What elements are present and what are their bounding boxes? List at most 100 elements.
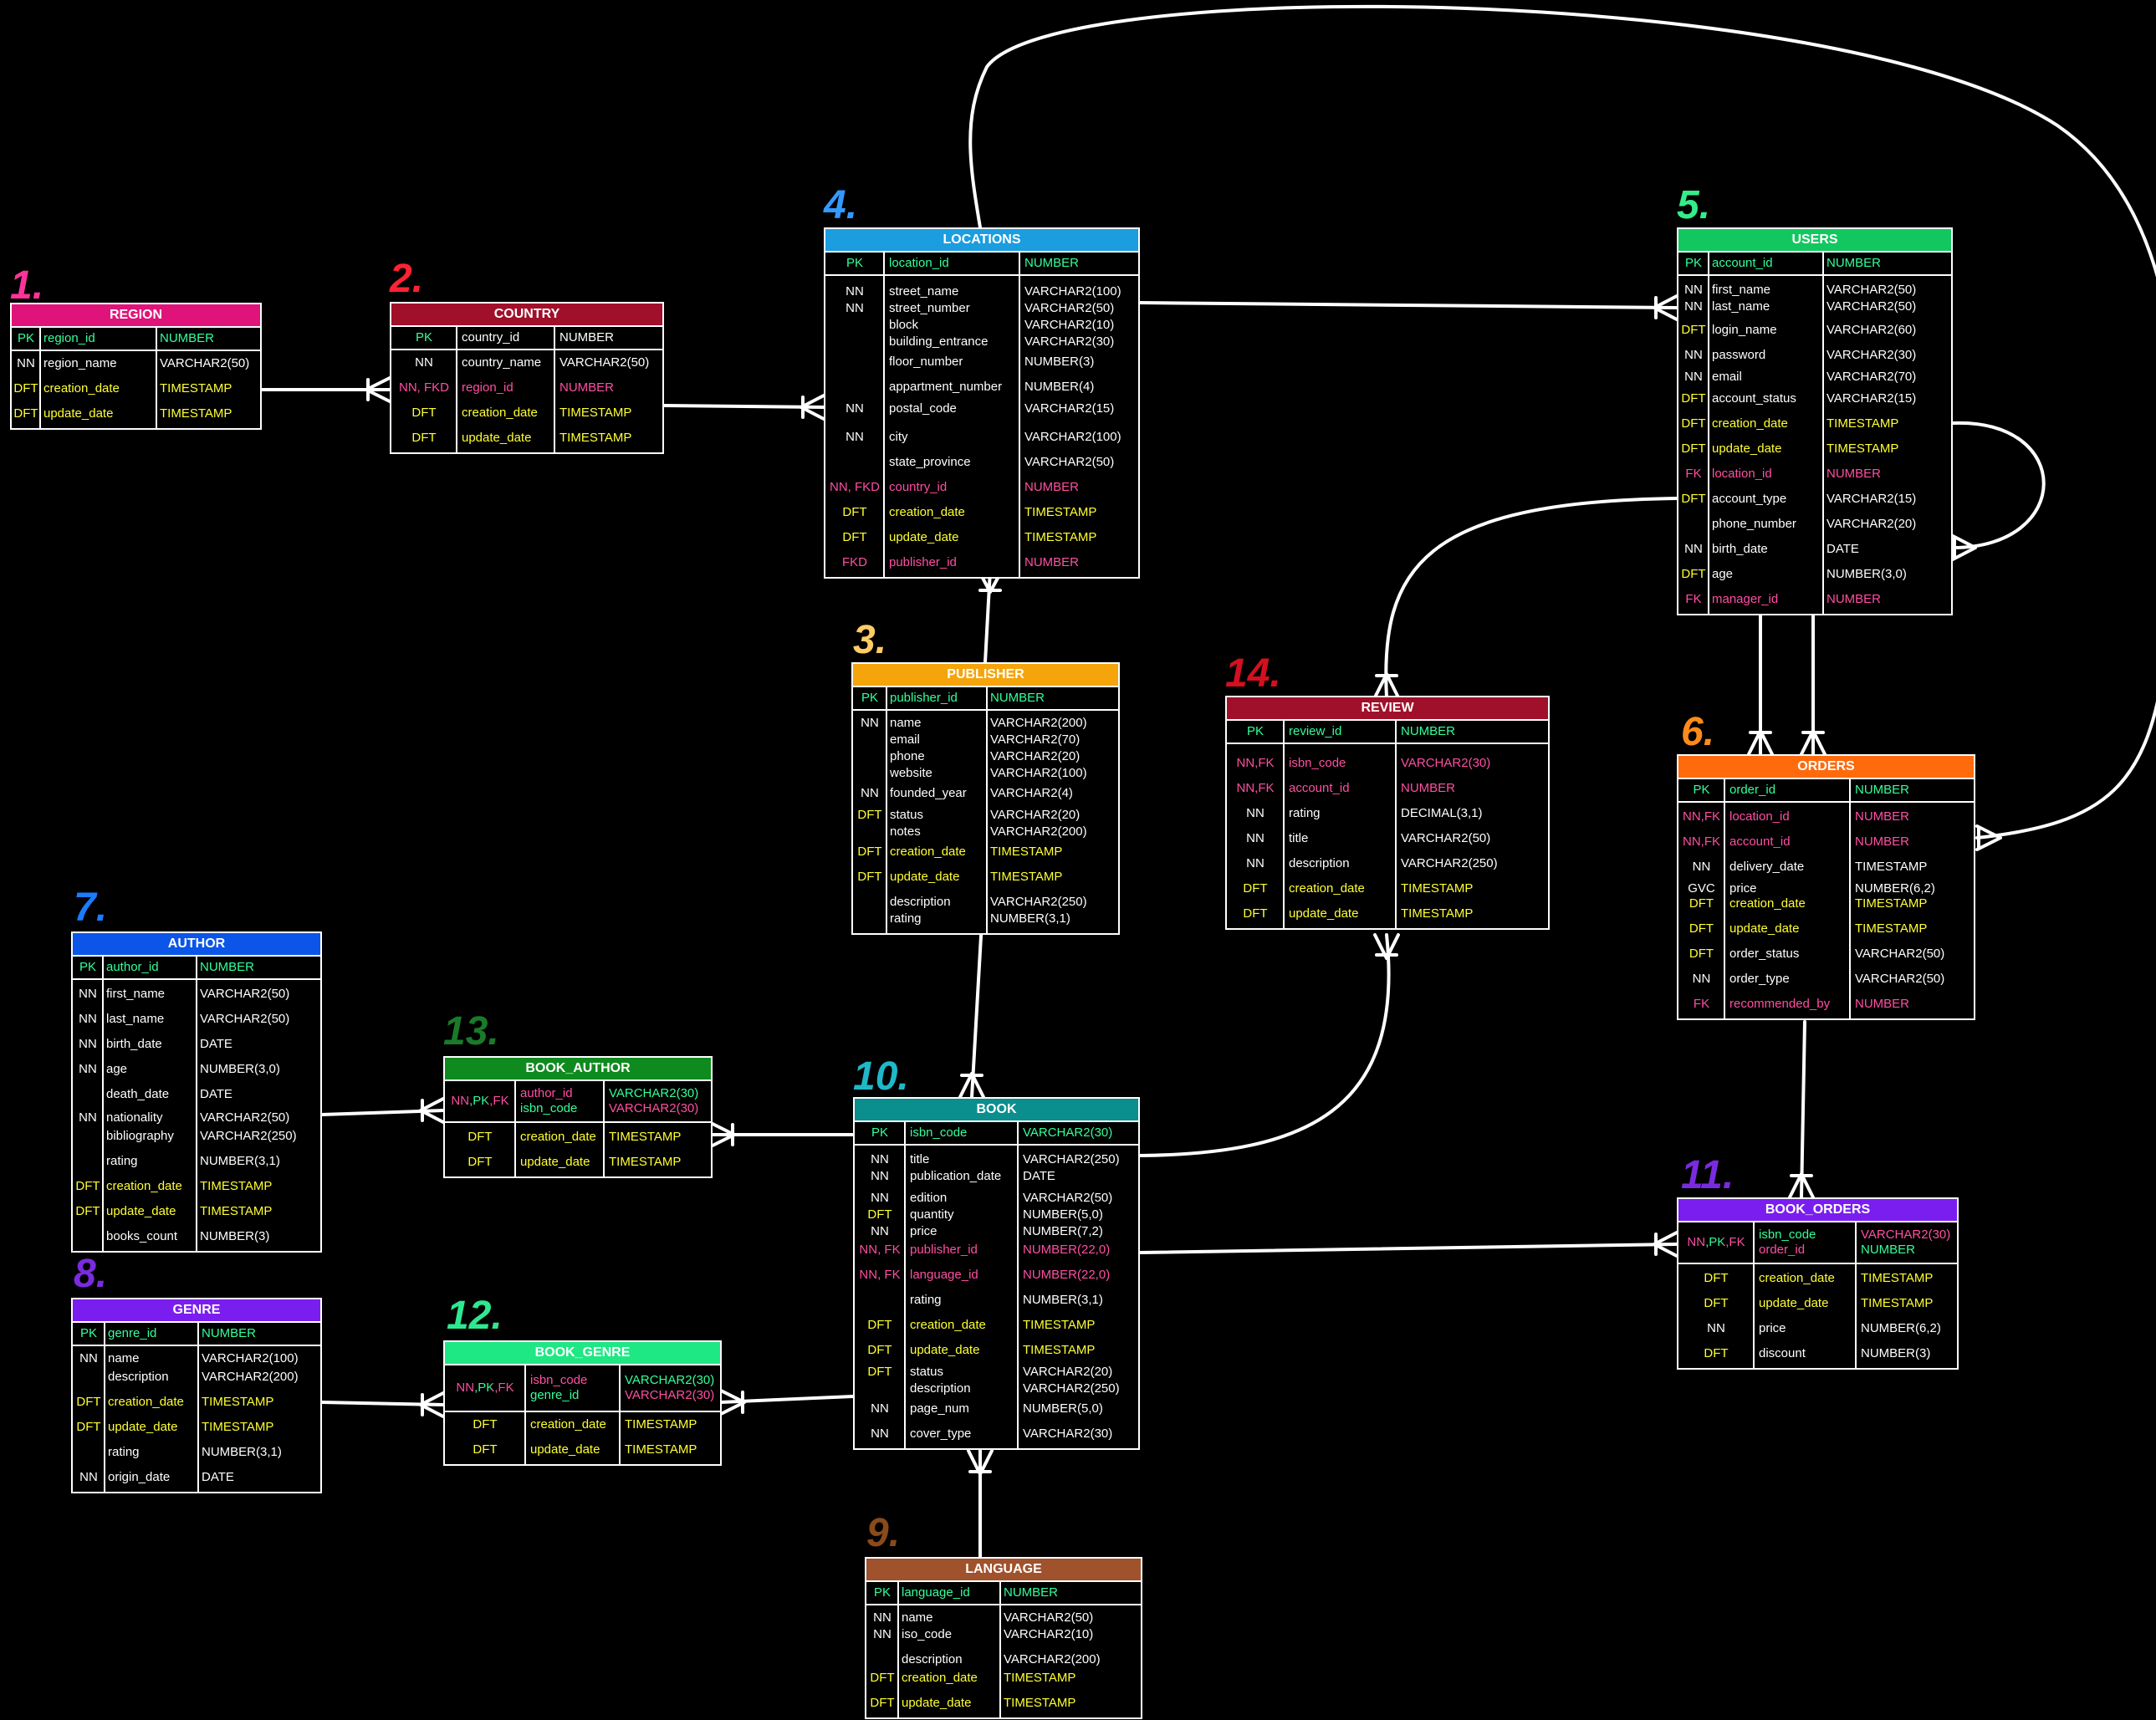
- pk-key: PK: [17, 331, 34, 345]
- attribute-type: TIMESTAMP: [1826, 441, 1899, 456]
- attribute-type: NUMBER: [1855, 997, 1910, 1011]
- attribute-name: postal_code: [889, 401, 957, 416]
- rel-book-bookgenre-crowfoot: [719, 1389, 746, 1416]
- column-divider: [1017, 1120, 1019, 1448]
- rel-book-bookorders-crowfoot: [1653, 1231, 1678, 1258]
- rel-users-orders-2-crowfoot: [1800, 729, 1826, 756]
- attribute-type: VARCHAR2(50): [200, 1012, 290, 1026]
- attribute-type: NUMBER(22,0): [1023, 1268, 1111, 1282]
- attribute-type: VARCHAR2(200): [202, 1370, 299, 1384]
- rel-users-self: [1951, 421, 2046, 549]
- attribute-constraint: DFT: [1681, 441, 1706, 456]
- attribute-name: price: [1729, 881, 1757, 896]
- attribute-name: update_date: [889, 530, 959, 544]
- attribute-type: TIMESTAMP: [1024, 530, 1097, 544]
- pk-key: PK: [846, 256, 863, 270]
- attribute-name: update_date: [462, 431, 532, 445]
- pk-type: NUMBER: [202, 1326, 257, 1340]
- entity-title: REVIEW: [1227, 697, 1548, 721]
- attribute-name: creation_date: [890, 845, 966, 859]
- attribute-name: location_id: [1712, 467, 1772, 481]
- attribute-type: NUMBER(22,0): [1023, 1243, 1111, 1257]
- entity-title: BOOK_GENRE: [445, 1342, 720, 1365]
- attribute-name: account_id: [1729, 834, 1791, 849]
- attribute-constraint: FK: [1693, 997, 1710, 1011]
- attribute-name: manager_id: [1712, 592, 1779, 606]
- rel-publisher-book: [970, 920, 983, 1099]
- attribute-constraint: DFT: [867, 1343, 892, 1357]
- attribute-name: update_date: [1729, 921, 1800, 936]
- attribute-name: name: [108, 1351, 140, 1365]
- attribute-type: VARCHAR2(50): [160, 356, 250, 370]
- attribute-constraint: NN: [846, 284, 864, 299]
- attribute-type: VARCHAR2(20): [1826, 517, 1917, 531]
- entity-title: LANGUAGE: [866, 1559, 1141, 1582]
- pk-key-text: NN,PK,FK: [451, 1094, 509, 1108]
- pk-name-2: order_id: [1759, 1243, 1806, 1257]
- column-divider: [1822, 251, 1824, 614]
- column-divider: [1855, 1221, 1857, 1368]
- attribute-type: TIMESTAMP: [160, 381, 232, 396]
- pk-type: NUMBER: [1024, 256, 1080, 270]
- pk-key: PK: [415, 330, 432, 345]
- attribute-name: description: [910, 1381, 971, 1396]
- attribute-constraint: NN: [79, 1062, 97, 1076]
- entity-number-book: 10.: [853, 1054, 909, 1099]
- column-divider: [1849, 778, 1851, 1018]
- column-divider: [904, 1120, 906, 1448]
- attribute-name: edition: [910, 1191, 948, 1205]
- attribute-name: floor_number: [889, 355, 963, 369]
- attribute-type: VARCHAR2(15): [1826, 492, 1917, 506]
- entity-title: COUNTRY: [391, 304, 662, 327]
- attribute-type: VARCHAR2(50): [200, 987, 290, 1001]
- column-divider: [514, 1079, 516, 1176]
- attribute-constraint: NN: [1246, 831, 1264, 845]
- pk-key-text: NN,PK,FK: [456, 1381, 514, 1395]
- attribute-name: order_status: [1729, 947, 1800, 961]
- column-divider: [524, 1364, 526, 1464]
- attribute-type: NUMBER(4): [1024, 380, 1095, 394]
- column-divider: [156, 326, 157, 428]
- attribute-name: price: [910, 1224, 938, 1238]
- attribute-type: VARCHAR2(50): [1855, 972, 1945, 986]
- attribute-constraint: NN: [1684, 370, 1703, 384]
- attribute-type: DECIMAL(3,1): [1401, 806, 1483, 820]
- attribute-name: publisher_id: [910, 1243, 978, 1257]
- column-divider: [1724, 778, 1725, 1018]
- attribute-constraint: DFT: [1681, 391, 1706, 406]
- attribute-name: creation_date: [902, 1671, 978, 1685]
- attribute-type: VARCHAR2(70): [1826, 370, 1917, 384]
- rel-language-book-crowfoot: [967, 1449, 994, 1476]
